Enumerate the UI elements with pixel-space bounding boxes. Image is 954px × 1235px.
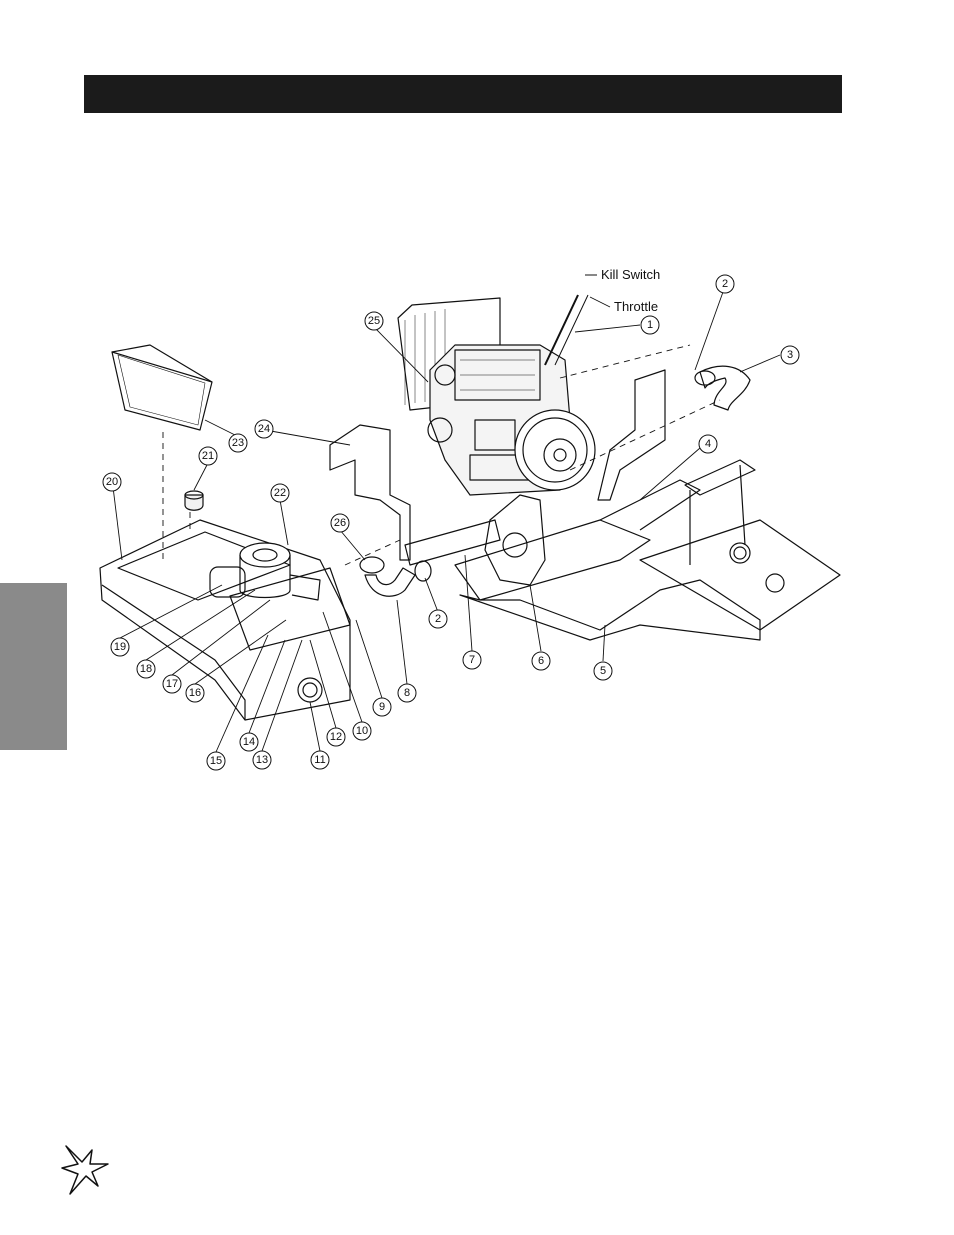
callout-10: 10 (352, 721, 372, 741)
svg-text:14: 14 (243, 736, 255, 748)
svg-text:20: 20 (106, 476, 118, 488)
callout-11: 11 (310, 750, 330, 770)
callout-18: 18 (136, 659, 156, 679)
svg-text:8: 8 (404, 687, 410, 699)
callout-15: 15 (206, 751, 226, 771)
callout-4: 4 (698, 434, 718, 454)
callout-2-top: 2 (715, 274, 735, 294)
svg-text:15: 15 (210, 755, 222, 767)
callout-17: 17 (162, 674, 182, 694)
callout-23: 23 (228, 433, 248, 453)
left-engine-bracket (329, 424, 411, 561)
svg-text:23: 23 (232, 437, 244, 449)
fuel-tank (99, 519, 351, 721)
star-burst-logo-icon (61, 1145, 109, 1195)
svg-text:11: 11 (314, 754, 325, 766)
right-engine-bracket (597, 369, 666, 501)
svg-text:13: 13 (256, 754, 268, 766)
storage-tray (111, 344, 213, 431)
upper-hose (699, 365, 751, 411)
svg-text:6: 6 (538, 655, 544, 667)
callout-13: 13 (252, 750, 272, 770)
callout-26: 26 (330, 513, 350, 533)
callout-19: 19 (110, 637, 130, 657)
svg-text:2: 2 (435, 613, 441, 625)
svg-text:16: 16 (189, 687, 201, 699)
callout-6: 6 (531, 651, 551, 671)
callout-12: 12 (326, 727, 346, 747)
section-header-bar (84, 75, 842, 113)
flywheel (514, 409, 596, 491)
callout-5: 5 (593, 661, 613, 681)
callout-7: 7 (462, 650, 482, 670)
callout-9: 9 (372, 697, 392, 717)
lower-hose (364, 567, 416, 597)
air-cleaner (209, 542, 321, 601)
callout-8: 8 (397, 683, 417, 703)
main-frame (454, 479, 761, 641)
rear-platform (639, 519, 841, 631)
callout-20: 20 (102, 472, 122, 492)
callout-16: 16 (185, 683, 205, 703)
engine-mount-plate (484, 494, 546, 586)
svg-text:21: 21 (202, 450, 214, 462)
callout-25: 25 (364, 311, 384, 331)
svg-text:22: 22 (274, 487, 286, 499)
svg-text:7: 7 (469, 654, 475, 666)
svg-text:12: 12 (330, 731, 342, 743)
svg-text:9: 9 (379, 701, 385, 713)
svg-text:19: 19 (114, 641, 126, 653)
svg-text:1: 1 (647, 319, 653, 331)
svg-text:25: 25 (368, 315, 380, 327)
throttle-label: Throttle (614, 299, 658, 314)
svg-text:10: 10 (356, 725, 368, 737)
callout-21: 21 (198, 446, 218, 466)
callout-14: 14 (239, 732, 259, 752)
callout-24: 24 (254, 419, 274, 439)
kill-switch-label: Kill Switch (601, 267, 660, 282)
svg-text:24: 24 (258, 423, 270, 435)
svg-text:3: 3 (787, 349, 793, 361)
svg-text:17: 17 (166, 678, 178, 690)
drive-shaft (404, 519, 501, 566)
callout-3: 3 (780, 345, 800, 365)
callout-22: 22 (270, 483, 290, 503)
svg-text:26: 26 (334, 517, 346, 529)
callout-2-bottom: 2 (428, 609, 448, 629)
callout-1: 1 (640, 315, 660, 335)
svg-text:4: 4 (705, 438, 711, 450)
callout-bubbles: 1 2 2 3 4 5 6 7 8 9 10 11 12 13 14 15 16… (102, 274, 800, 771)
svg-text:5: 5 (600, 665, 606, 677)
side-tab (0, 583, 67, 750)
svg-text:18: 18 (140, 663, 152, 675)
svg-text:2: 2 (722, 278, 728, 290)
throttle-cable (544, 294, 579, 366)
